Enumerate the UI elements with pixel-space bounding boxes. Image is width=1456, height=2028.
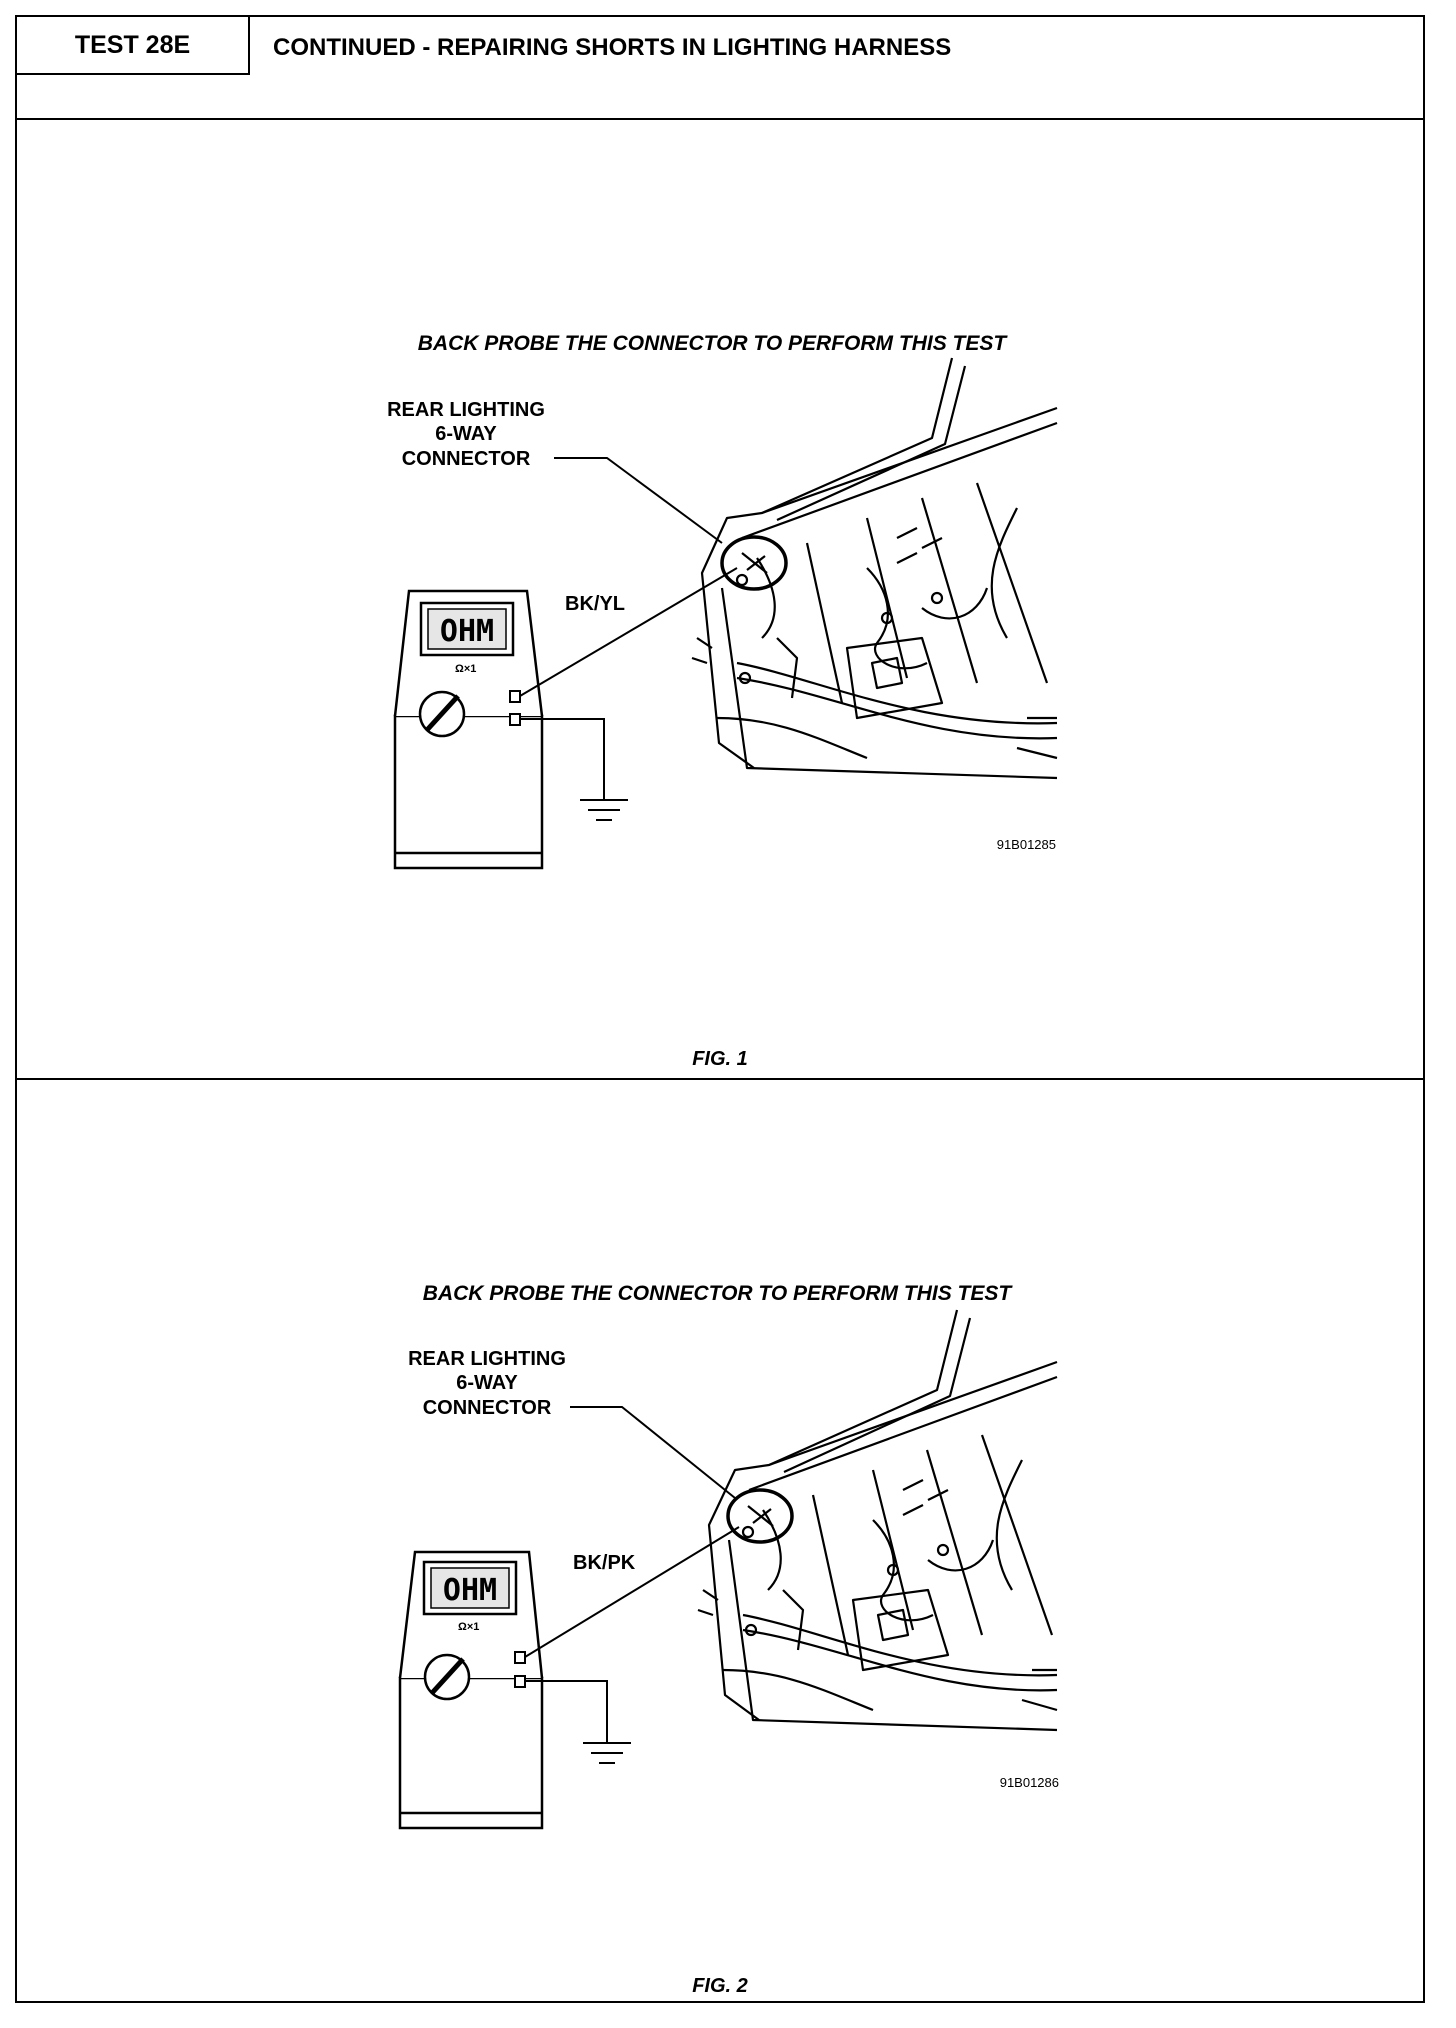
- figure-panel-1: BACK PROBE THE CONNECTOR TO PERFORM THIS…: [17, 118, 1423, 1080]
- figure-label: FIG. 2: [692, 1975, 748, 1997]
- vehicle-trunk-illustration: [691, 357, 1058, 780]
- manual-page: TEST 28E CONTINUED - REPAIRING SHORTS IN…: [15, 15, 1425, 2003]
- figure-panel-2: BACK PROBE THE CONNECTOR TO PERFORM THIS…: [17, 1080, 1423, 2001]
- connector-leader-line: [554, 457, 723, 544]
- meter-display-text: OHM: [443, 1573, 497, 1608]
- meter-range-text: Ω×1: [458, 1621, 479, 1633]
- ground-symbol-icon: [580, 799, 628, 821]
- image-code: 91B01286: [1000, 1775, 1059, 1790]
- figure-caption: BACK PROBE THE CONNECTOR TO PERFORM THIS…: [418, 332, 1009, 355]
- test-id-box: TEST 28E: [17, 17, 250, 75]
- connector-label-line-3: CONNECTOR: [402, 448, 531, 470]
- connector-label-line-3: CONNECTOR: [423, 1397, 552, 1419]
- ground-symbol-icon: [583, 1742, 631, 1764]
- wire-label: BK/YL: [565, 593, 625, 615]
- figure-1-illustration: BACK PROBE THE CONNECTOR TO PERFORM THIS…: [387, 332, 1058, 870]
- meter-display-text: OHM: [440, 614, 494, 649]
- wire-label: BK/PK: [573, 1552, 636, 1574]
- vehicle-trunk-illustration: [697, 1309, 1058, 1732]
- connector-label-line-1: REAR LIGHTING: [408, 1348, 566, 1370]
- multimeter-icon: OHM Ω×1: [398, 1550, 544, 1830]
- test-leads: [519, 567, 738, 800]
- meter-range-text: Ω×1: [455, 663, 476, 675]
- figure-2-illustration: BACK PROBE THE CONNECTOR TO PERFORM THIS…: [398, 1282, 1059, 1830]
- test-leads: [524, 1526, 740, 1743]
- connector-label-line-2: 6-WAY: [456, 1372, 518, 1394]
- multimeter-icon: OHM Ω×1: [393, 589, 544, 870]
- page-title: CONTINUED - REPAIRING SHORTS IN LIGHTING…: [273, 34, 952, 61]
- connector-label-line-1: REAR LIGHTING: [387, 399, 545, 421]
- image-code: 91B01285: [997, 837, 1056, 852]
- connector-leader-line: [570, 1406, 736, 1499]
- connector-label-line-2: 6-WAY: [435, 423, 497, 445]
- figure-label: FIG. 1: [692, 1048, 748, 1070]
- page-header: TEST 28E CONTINUED - REPAIRING SHORTS IN…: [17, 17, 1423, 120]
- figure-caption: BACK PROBE THE CONNECTOR TO PERFORM THIS…: [423, 1282, 1014, 1305]
